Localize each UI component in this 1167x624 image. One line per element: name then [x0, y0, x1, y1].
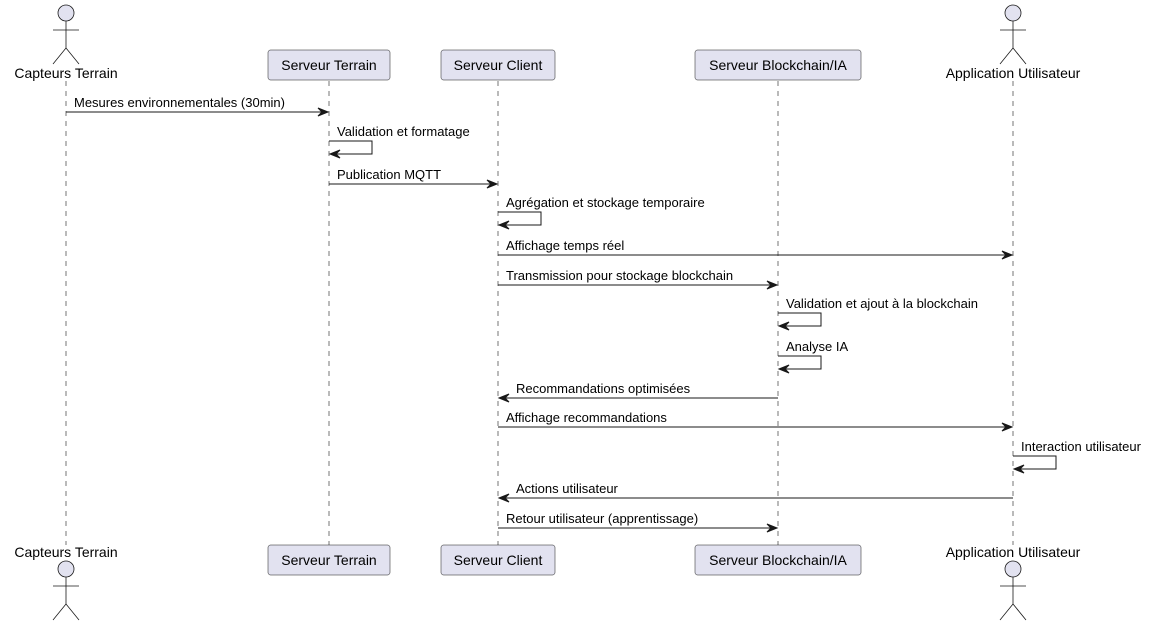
message-label: Validation et formatage: [337, 124, 470, 139]
participant-label-terrain-top: Serveur Terrain: [281, 57, 376, 73]
message-line: [498, 211, 542, 226]
message-label: Affichage recommandations: [506, 410, 667, 425]
message-label: Recommandations optimisées: [516, 381, 691, 396]
message-affichage-temps-r-el: Affichage temps réel: [498, 238, 1014, 260]
participant-box-blockchain-top: Serveur Blockchain/IA: [694, 49, 862, 81]
arrow-head: [497, 493, 510, 503]
arrow-head: [328, 149, 341, 159]
actor-figure-capteurs-bottom: [52, 560, 80, 621]
message-label: Publication MQTT: [337, 167, 441, 182]
message-affichage-recommandations: Affichage recommandations: [498, 410, 1014, 432]
arrow-head: [766, 280, 779, 290]
participant-label-blockchain-top: Serveur Blockchain/IA: [709, 57, 847, 73]
participant-label-terrain-bottom: Serveur Terrain: [281, 552, 376, 568]
participant-label-blockchain-bottom: Serveur Blockchain/IA: [709, 552, 847, 568]
message-publication-mqtt: Publication MQTT: [329, 167, 499, 189]
arrow-head: [317, 107, 330, 117]
participant-box-terrain-top: Serveur Terrain: [267, 49, 391, 81]
message-label: Transmission pour stockage blockchain: [506, 268, 733, 283]
actor-label-app-top: Application Utilisateur: [946, 65, 1081, 81]
actor-label-app-bottom: Application Utilisateur: [946, 544, 1081, 560]
arrow-head: [497, 220, 510, 230]
actor-label-capteurs-bottom: Capteurs Terrain: [14, 544, 117, 560]
message-transmission-pour-stockage-blockchain: Transmission pour stockage blockchain: [498, 268, 779, 290]
message-mesures-environnementales-30min: Mesures environnementales (30min): [66, 95, 330, 117]
arrow-head: [777, 364, 790, 374]
messages: Mesures environnementales (30min) Validat…: [66, 95, 1142, 533]
message-label: Analyse IA: [786, 339, 848, 354]
arrow-head: [777, 321, 790, 331]
message-label: Agrégation et stockage temporaire: [506, 195, 705, 210]
arrow-head: [486, 179, 499, 189]
participant-box-terrain-bottom: Serveur Terrain: [267, 544, 391, 576]
message-line: [329, 140, 373, 155]
arrow-head: [766, 523, 779, 533]
arrow-head: [497, 393, 510, 403]
actor-figure-app-bottom: [999, 560, 1027, 621]
message-label: Interaction utilisateur: [1021, 439, 1142, 454]
message-label: Mesures environnementales (30min): [74, 95, 285, 110]
message-interaction-utilisateur: Interaction utilisateur: [1012, 439, 1142, 474]
message-analyse-ia: Analyse IA: [777, 339, 848, 374]
participant-box-client-top: Serveur Client: [440, 49, 556, 81]
message-validation-et-formatage: Validation et formatage: [328, 124, 470, 159]
actor-figure-capteurs-top: [52, 4, 80, 65]
message-retour-utilisateur-apprentissage: Retour utilisateur (apprentissage): [498, 511, 779, 533]
participant-label-client-bottom: Serveur Client: [454, 552, 543, 568]
message-agr-gation-et-stockage-temporaire: Agrégation et stockage temporaire: [497, 195, 705, 230]
message-label: Affichage temps réel: [506, 238, 624, 253]
lifelines: [65, 81, 1014, 545]
arrow-head: [1001, 250, 1014, 260]
arrow-head: [1001, 422, 1014, 432]
participant-box-client-bottom: Serveur Client: [440, 544, 556, 576]
message-label: Actions utilisateur: [516, 481, 619, 496]
message-line: [778, 355, 822, 370]
participant-box-blockchain-bottom: Serveur Blockchain/IA: [694, 544, 862, 576]
message-label: Retour utilisateur (apprentissage): [506, 511, 698, 526]
actor-label-capteurs-top: Capteurs Terrain: [14, 65, 117, 81]
arrow-head: [1012, 464, 1025, 474]
message-line: [778, 312, 822, 327]
message-recommandations-optimis-es: Recommandations optimisées: [497, 381, 778, 403]
participant-label-client-top: Serveur Client: [454, 57, 543, 73]
message-actions-utilisateur: Actions utilisateur: [497, 481, 1013, 503]
actor-figure-app-top: [999, 4, 1027, 65]
message-line: [1013, 455, 1057, 470]
message-validation-et-ajout-la-blockchain: Validation et ajout à la blockchain: [777, 296, 978, 331]
message-label: Validation et ajout à la blockchain: [786, 296, 978, 311]
